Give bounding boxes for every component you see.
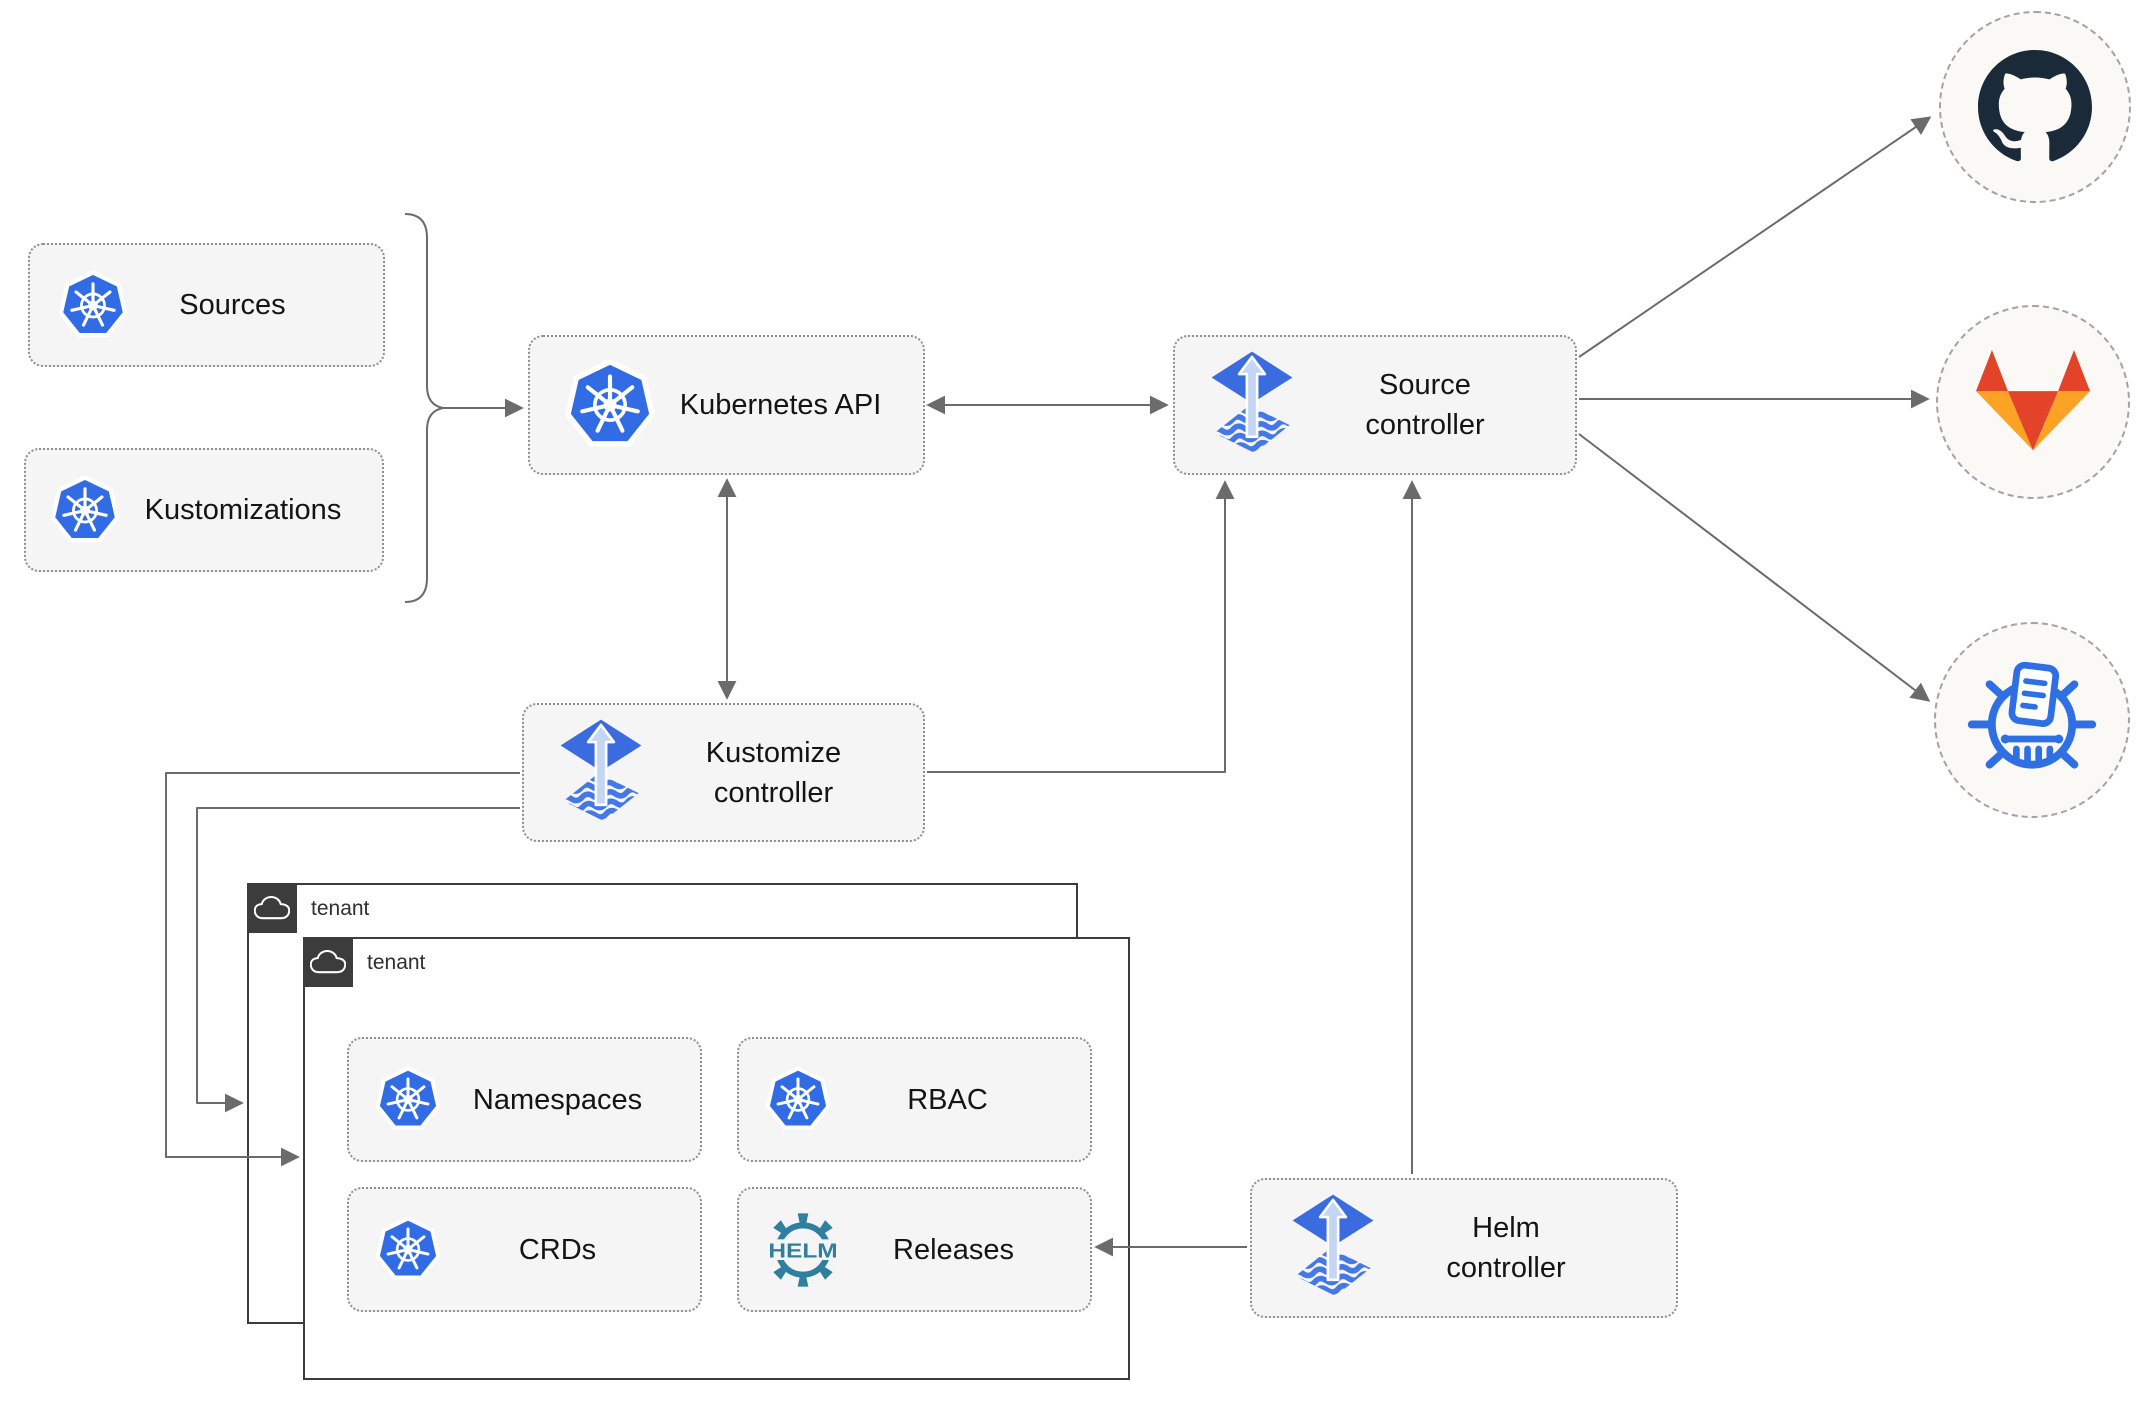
edge-source-to-chartmuseum bbox=[1578, 433, 1931, 702]
source-controller-label: Source controller bbox=[1365, 369, 1485, 441]
releases-label: Releases bbox=[893, 1233, 1014, 1266]
edge-source-to-github bbox=[1578, 116, 1932, 358]
rbac-label: RBAC bbox=[907, 1083, 988, 1116]
namespaces-label: Namespaces bbox=[472, 1083, 643, 1116]
tenant-front-header bbox=[303, 937, 353, 987]
kubernetes-api-label: Kubernetes API bbox=[679, 389, 882, 421]
releases-node: Releases bbox=[737, 1187, 1092, 1312]
cloud-icon bbox=[254, 896, 290, 920]
flux-icon bbox=[1209, 348, 1295, 462]
kustomize-controller-node: Kustomize controller bbox=[522, 703, 925, 842]
rbac-node: RBAC bbox=[737, 1037, 1092, 1162]
kubernetes-icon bbox=[58, 269, 128, 342]
flux-icon bbox=[1290, 1191, 1376, 1305]
kubernetes-icon bbox=[375, 1065, 441, 1134]
chartmuseum-node bbox=[1934, 622, 2130, 818]
helm-controller-node: Helm controller bbox=[1250, 1178, 1678, 1318]
crds-node: CRDs bbox=[347, 1187, 702, 1312]
github-node bbox=[1939, 11, 2131, 203]
bracket-crd-group bbox=[404, 213, 444, 603]
source-controller-node: Source controller bbox=[1173, 335, 1577, 475]
kubernetes-api-node: Kubernetes API bbox=[528, 335, 925, 475]
sources-node: Sources bbox=[28, 243, 385, 367]
kustomizations-label: Kustomizations bbox=[144, 494, 342, 526]
kustomizations-node: Kustomizations bbox=[24, 448, 384, 572]
tenant-back-header bbox=[247, 883, 297, 933]
tenant-back-label: tenant bbox=[311, 897, 370, 920]
helm-controller-label: Helm controller bbox=[1446, 1212, 1566, 1284]
namespaces-node: Namespaces bbox=[347, 1037, 702, 1162]
kubernetes-icon bbox=[765, 1065, 831, 1134]
kubernetes-icon bbox=[564, 357, 656, 453]
edge-kustomize-to-source-controller bbox=[927, 480, 1235, 773]
cloud-icon bbox=[310, 950, 346, 974]
gitlab-icon bbox=[1976, 350, 2090, 455]
github-icon bbox=[1978, 50, 2092, 164]
tenant-box-front: tenant Namespaces RBAC CRDs Releases bbox=[303, 937, 1130, 1380]
kubernetes-icon bbox=[375, 1215, 441, 1284]
sources-label: Sources bbox=[179, 289, 286, 321]
flux-icon bbox=[558, 716, 644, 830]
tenant-front-label: tenant bbox=[367, 951, 426, 974]
gitlab-node bbox=[1936, 305, 2130, 499]
helm-icon bbox=[763, 1209, 843, 1291]
crds-label: CRDs bbox=[518, 1233, 597, 1266]
chartmuseum-icon bbox=[1965, 653, 2099, 787]
kustomize-controller-label: Kustomize controller bbox=[705, 736, 842, 809]
kubernetes-icon bbox=[50, 474, 120, 547]
